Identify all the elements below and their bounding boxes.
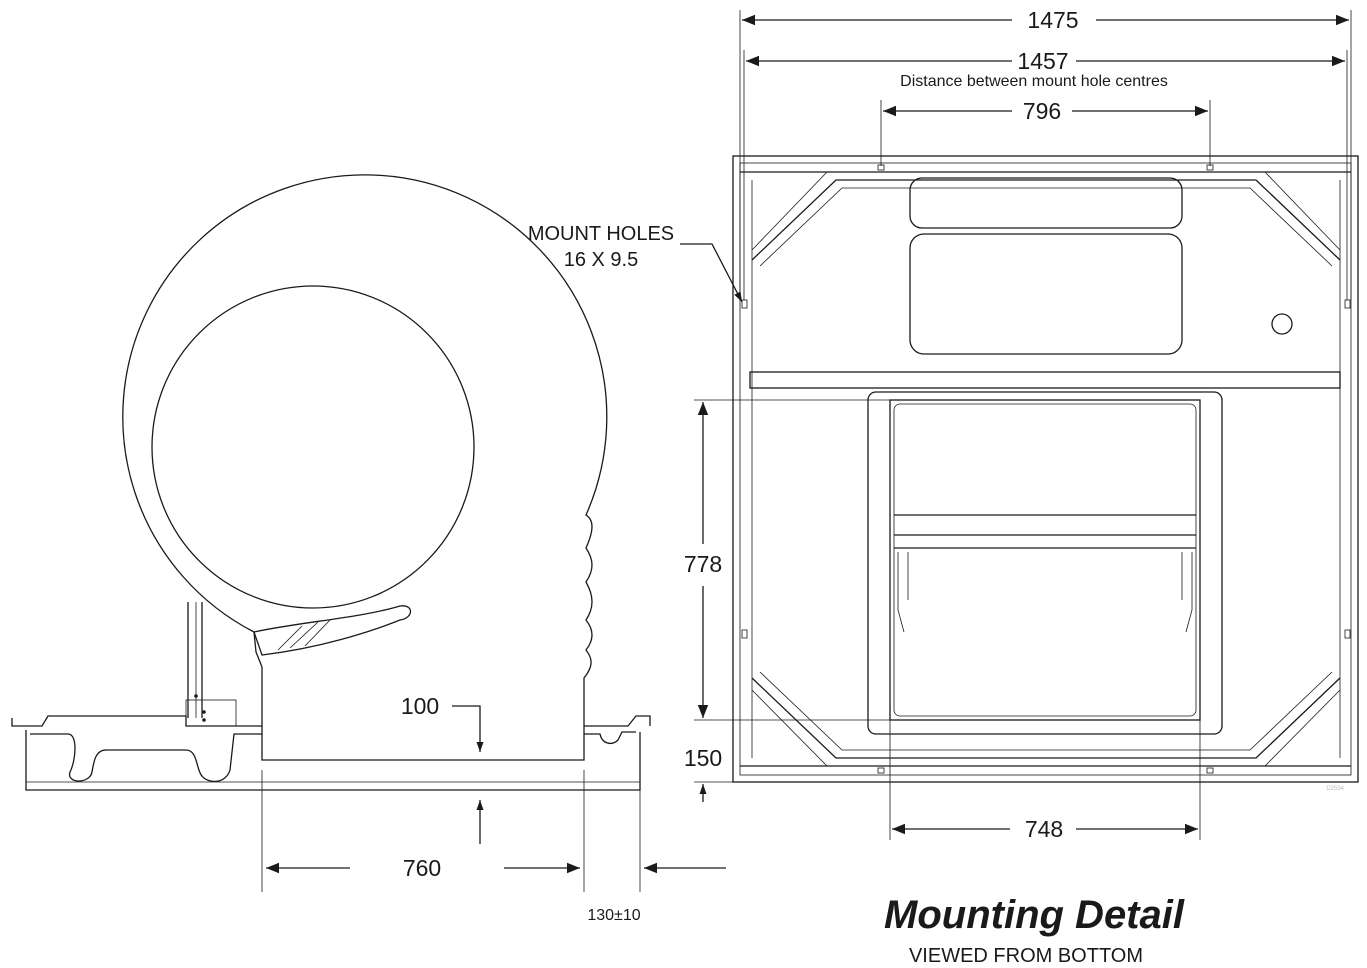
dim-hole-centres: 1457 <box>1017 48 1068 74</box>
blower-cutoff <box>253 605 412 656</box>
mount-holes <box>741 164 1351 774</box>
lower-panel <box>909 233 1183 355</box>
blower-housing-outline <box>122 174 608 761</box>
dim-edge-offset: 150 <box>684 745 722 771</box>
dim-opening-height: 778 <box>684 551 722 577</box>
mount-holes-spec: 16 X 9.5 <box>564 249 639 271</box>
dim-overall-width: 1475 <box>1027 7 1078 33</box>
upper-chamfer <box>751 179 1341 261</box>
dim-side-drop: 100 <box>401 693 439 719</box>
upper-panel <box>909 177 1183 229</box>
dim-opening-width: 748 <box>1025 816 1063 842</box>
drawing-ref: D2554 <box>1326 786 1344 792</box>
blower-inlet-circle <box>151 285 475 609</box>
bottom-view: 1475 1457 Distance between mount hole ce… <box>528 7 1359 842</box>
mount-holes-title: MOUNT HOLES <box>528 223 674 245</box>
caption-title: Mounting Detail <box>884 893 1185 937</box>
drain-port <box>1271 313 1293 335</box>
cutoff-hatch <box>277 619 331 651</box>
dim-side-width: 760 <box>403 855 441 881</box>
lower-chamfer <box>751 677 1341 759</box>
dim-inner-hole-spacing: 796 <box>1023 98 1061 124</box>
outer-frame <box>732 155 1359 783</box>
dim-side-drop-arrow-top <box>452 705 484 752</box>
caption-subtitle: VIEWED FROM BOTTOM <box>909 945 1143 967</box>
side-view: 100 760 130±10 <box>11 174 726 924</box>
cross-member <box>749 371 1341 389</box>
ceiling-tray <box>11 715 651 791</box>
support-post <box>185 602 237 727</box>
outlet-opening <box>867 391 1223 735</box>
dim-side-clearance: 130±10 <box>587 907 640 924</box>
dim-hole-centres-note: Distance between mount hole centres <box>900 73 1168 90</box>
mount-holes-leader <box>680 243 743 303</box>
